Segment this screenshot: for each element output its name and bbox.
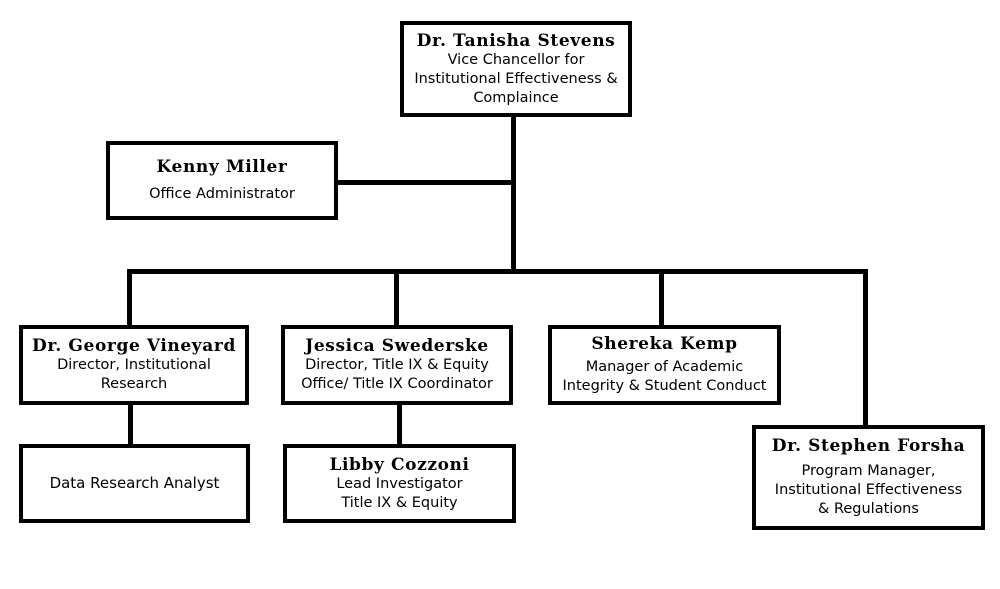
node-name: Dr. Tanisha Stevens bbox=[416, 30, 616, 51]
node-title: Director, Institutional Research bbox=[57, 357, 211, 392]
connector-vc-trunk bbox=[511, 115, 516, 274]
connector-swederske-cozzoni bbox=[397, 403, 402, 446]
node-name: Kenny Miller bbox=[156, 157, 288, 177]
connector-admin-branch bbox=[334, 180, 516, 185]
node-title: Manager of Academic Integrity & Student … bbox=[562, 359, 767, 394]
node-vice-chancellor: Dr. Tanisha Stevens Vice Chancellor for … bbox=[400, 21, 632, 117]
node-data-research-analyst: Data Research Analyst bbox=[19, 444, 250, 523]
node-name: Shereka Kemp bbox=[591, 334, 738, 354]
node-title: Program Manager, Institutional Effective… bbox=[774, 463, 963, 517]
node-program-manager: Dr. Stephen Forsha Program Manager, Inst… bbox=[752, 425, 985, 530]
connector-vineyard-analyst bbox=[128, 403, 133, 446]
node-title: Director, Title IX & Equity Office/ Titl… bbox=[301, 357, 493, 392]
node-lead-investigator: Libby Cozzoni Lead Investigator Title IX… bbox=[283, 444, 516, 523]
node-title: Data Research Analyst bbox=[49, 474, 220, 492]
connector-directors-bus bbox=[127, 269, 868, 274]
node-director-institutional-research: Dr. George Vineyard Director, Institutio… bbox=[19, 325, 249, 405]
connector-kemp-drop bbox=[659, 269, 664, 327]
node-title: Vice Chancellor for Institutional Effect… bbox=[414, 51, 618, 106]
connector-vineyard-drop bbox=[127, 269, 132, 327]
node-director-title-ix: Jessica Swederske Director, Title IX & E… bbox=[281, 325, 513, 405]
node-name: Libby Cozzoni bbox=[329, 454, 470, 475]
connector-swederske-drop bbox=[394, 269, 399, 327]
connector-forsha-drop bbox=[863, 269, 868, 429]
node-office-administrator: Kenny Miller Office Administrator bbox=[106, 141, 338, 220]
node-title: Office Administrator bbox=[149, 186, 295, 202]
node-manager-academic-integrity: Shereka Kemp Manager of Academic Integri… bbox=[548, 325, 781, 405]
node-name: Jessica Swederske bbox=[305, 336, 489, 356]
node-name: Dr. Stephen Forsha bbox=[771, 436, 966, 456]
node-name: Dr. George Vineyard bbox=[32, 336, 236, 356]
node-title: Lead Investigator Title IX & Equity bbox=[336, 475, 463, 511]
